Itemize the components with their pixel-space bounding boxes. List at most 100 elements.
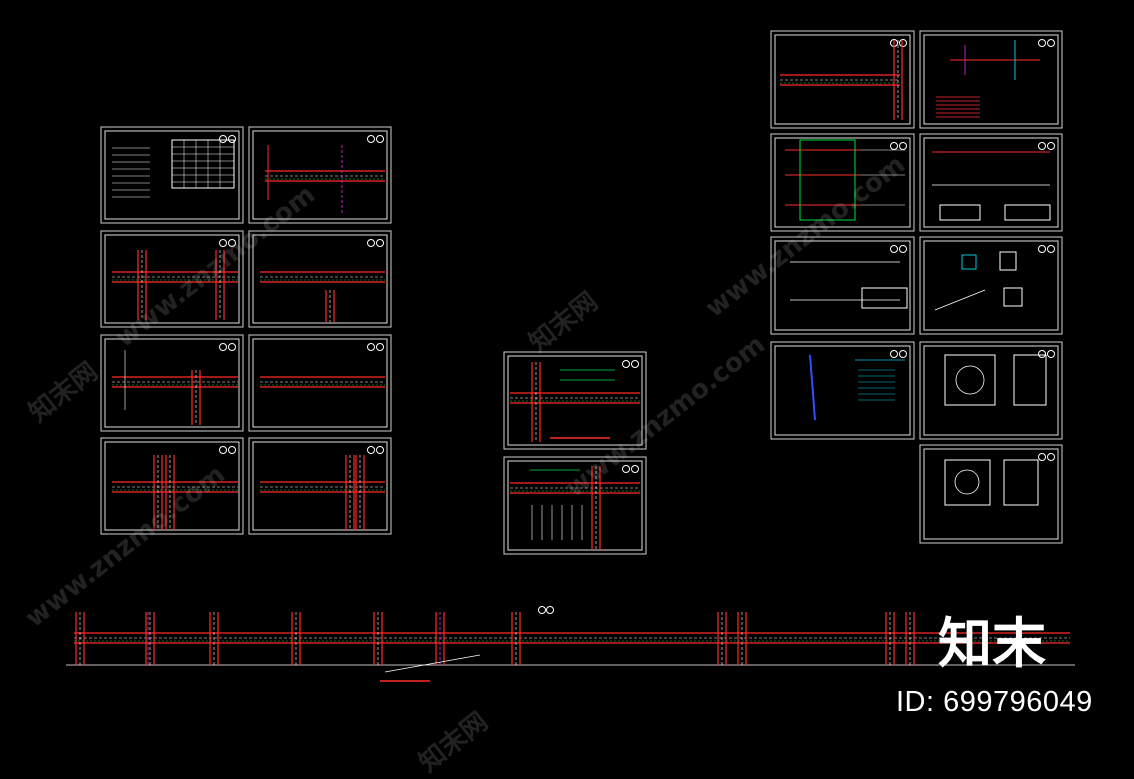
sheet-number-badge-icon	[228, 239, 236, 247]
sheet-number-badge-icon	[367, 446, 375, 454]
sheet-number-badge-icon	[228, 343, 236, 351]
manhole-section	[1013, 354, 1047, 406]
manhole-plan	[944, 459, 991, 506]
sheet-number-badge-icon	[1047, 245, 1055, 253]
plan-sheet	[100, 230, 244, 328]
sheet-number-badge-icon	[367, 135, 375, 143]
detail-sheet	[919, 30, 1063, 129]
sheet-inner-frame	[252, 234, 388, 324]
znzmo-logo: 知末	[938, 608, 1068, 675]
sheet-number-badge-icon	[228, 135, 236, 143]
sheet-number-badge-icon	[1047, 453, 1055, 461]
sheet-number-badge-icon	[219, 239, 227, 247]
image-id-label: ID: 699796049	[896, 686, 1093, 718]
sheet-number-badge-icon	[899, 350, 907, 358]
detail-sheet	[770, 341, 915, 440]
detail-sheet	[770, 133, 915, 232]
manhole-circle	[955, 365, 985, 395]
sheet-number-badge-icon	[899, 39, 907, 47]
sheet-inner-frame	[252, 441, 388, 531]
sheet-number-badge-icon	[219, 343, 227, 351]
sheet-number-badge-icon	[546, 606, 554, 614]
sheet-number-badge-icon	[376, 446, 384, 454]
sheet-number-badge-icon	[890, 245, 898, 253]
detail-sheet	[770, 30, 915, 129]
sheet-number-badge-icon	[219, 135, 227, 143]
sheet-inner-frame	[507, 460, 643, 551]
sheet-inner-frame	[507, 355, 643, 446]
manhole-plan	[944, 354, 996, 406]
sheet-inner-frame	[923, 240, 1059, 331]
pole-line	[809, 354, 816, 421]
legend-table	[861, 287, 908, 309]
sheet-inner-frame	[774, 34, 911, 125]
sheet-number-badge-icon	[1038, 453, 1046, 461]
sheet-number-badge-icon	[376, 239, 384, 247]
intersection-sheet	[503, 456, 647, 555]
detail-sheet	[770, 236, 915, 335]
sheet-number-badge-icon	[631, 465, 639, 473]
sheet-number-badge-icon	[1038, 142, 1046, 150]
sheet-number-badge-icon	[367, 239, 375, 247]
plan-sheet	[100, 126, 244, 224]
manhole-section	[1003, 459, 1039, 506]
sheet-inner-frame	[923, 137, 1059, 228]
sheet-inner-frame	[104, 441, 240, 531]
sheet-number-badge-icon	[367, 343, 375, 351]
plan-sheet	[248, 437, 392, 535]
sheet-number-badge-icon	[631, 360, 639, 368]
slope-line	[934, 289, 986, 311]
sheet-inner-frame	[774, 137, 911, 228]
sheet-number-badge-icon	[1047, 39, 1055, 47]
dashed-box	[799, 139, 856, 221]
drawing-layer	[66, 30, 1075, 682]
plan-sheet	[100, 437, 244, 535]
manhole-circle	[954, 469, 980, 495]
detail-sheet	[919, 444, 1063, 544]
detail-sheet	[919, 133, 1063, 232]
detail-sheet	[919, 341, 1063, 440]
sheet-number-badge-icon	[228, 446, 236, 454]
legend-table	[1004, 204, 1051, 221]
sheet-number-badge-icon	[1047, 350, 1055, 358]
sheet-number-badge-icon	[376, 343, 384, 351]
sheet-inner-frame	[252, 338, 388, 428]
legend-table	[939, 204, 981, 221]
component-box	[999, 251, 1017, 271]
sheet-inner-frame	[923, 345, 1059, 436]
sheet-inner-frame	[923, 34, 1059, 125]
sheet-inner-frame	[252, 130, 388, 220]
sheet-number-badge-icon	[899, 142, 907, 150]
sheet-number-badge-icon	[376, 135, 384, 143]
detail-sheet	[919, 236, 1063, 335]
sheet-inner-frame	[774, 345, 911, 436]
sheet-inner-frame	[104, 130, 240, 220]
sheet-number-badge-icon	[538, 606, 546, 614]
materials-table	[171, 139, 235, 189]
sheet-number-badge-icon	[622, 360, 630, 368]
sheet-inner-frame	[923, 448, 1059, 540]
sheet-number-badge-icon	[1038, 350, 1046, 358]
sheet-inner-frame	[774, 240, 911, 331]
sheet-number-badge-icon	[899, 245, 907, 253]
component-box	[961, 254, 977, 270]
sheet-number-badge-icon	[890, 350, 898, 358]
ramp-line	[384, 654, 481, 673]
plan-sheet	[248, 334, 392, 432]
plan-sheet	[248, 126, 392, 224]
sheet-number-badge-icon	[1038, 39, 1046, 47]
sheet-number-badge-icon	[622, 465, 630, 473]
sheet-number-badge-icon	[1047, 142, 1055, 150]
intersection-sheet	[503, 351, 647, 450]
cad-drawing-canvas: 知末网 www.znzmo.com www.znzmo.com www.znzm…	[20, 30, 1093, 778]
sheet-number-badge-icon	[219, 446, 227, 454]
logo-glyph-icon: 知末	[938, 612, 1046, 675]
sheet-number-badge-icon	[890, 142, 898, 150]
plan-sheet	[100, 334, 244, 432]
sheet-inner-frame	[104, 234, 240, 324]
sheet-number-badge-icon	[1038, 245, 1046, 253]
sheet-inner-frame	[104, 338, 240, 428]
component-box	[1003, 287, 1023, 307]
plan-sheet	[248, 230, 392, 328]
logo-text: 知末	[938, 612, 1046, 672]
